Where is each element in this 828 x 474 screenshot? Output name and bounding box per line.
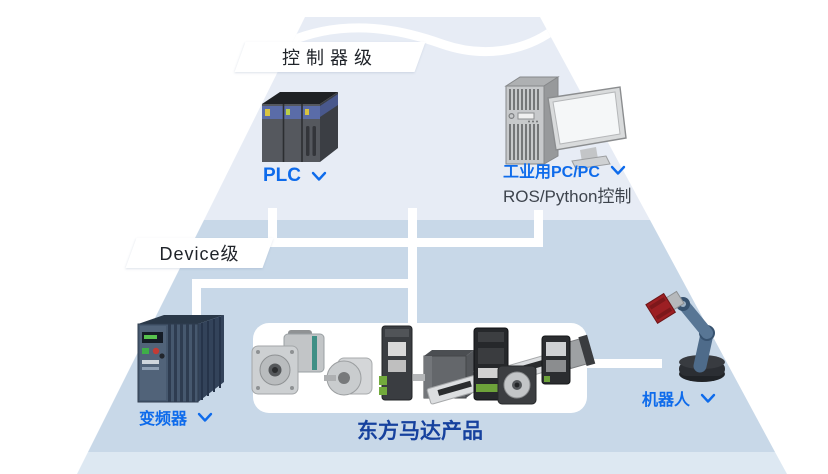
connector-robot-link: [580, 359, 662, 368]
inverter-label: 变频器: [139, 411, 188, 428]
industrial-pc-label: 工业用PC/PC: [503, 164, 600, 181]
connector-plc-drop: [268, 208, 277, 247]
chevron-down-icon: [311, 171, 327, 181]
industrial-pc-link[interactable]: 工业用PC/PC: [503, 158, 626, 182]
banner-controller-text: 控制器级: [282, 48, 378, 68]
banner-device-text: Device级: [159, 244, 240, 264]
motor-products-image: [251, 325, 596, 405]
connector-level1-bus: [268, 238, 543, 247]
connector-trunk: [408, 208, 417, 328]
chevron-down-icon: [700, 393, 716, 403]
decor-wave: [286, 23, 555, 57]
plc-label: PLC: [263, 165, 301, 186]
inverter-link[interactable]: 变频器: [139, 405, 213, 429]
connector-level2-bus: [192, 279, 417, 288]
robot-arm-image: [645, 290, 725, 382]
pyramid-base-band: [77, 452, 787, 474]
plc-image: [262, 92, 338, 162]
plc-link[interactable]: PLC: [263, 165, 327, 187]
oriental-motor-products-label: 东方马达产品: [357, 420, 483, 443]
robot-link[interactable]: 机器人: [642, 386, 716, 410]
banner-device-level: Device级: [125, 238, 274, 268]
industrial-pc-image: [504, 76, 627, 170]
connector-inverter-drop: [192, 279, 201, 319]
chevron-down-icon: [197, 412, 213, 422]
robot-label: 机器人: [642, 392, 691, 409]
banner-controller-level: 控制器级: [234, 42, 426, 72]
ros-python-label: ROS/Python控制: [503, 187, 632, 206]
connector-pc-drop: [534, 210, 543, 247]
chevron-down-icon: [610, 165, 626, 175]
inverter-image: [137, 315, 224, 403]
